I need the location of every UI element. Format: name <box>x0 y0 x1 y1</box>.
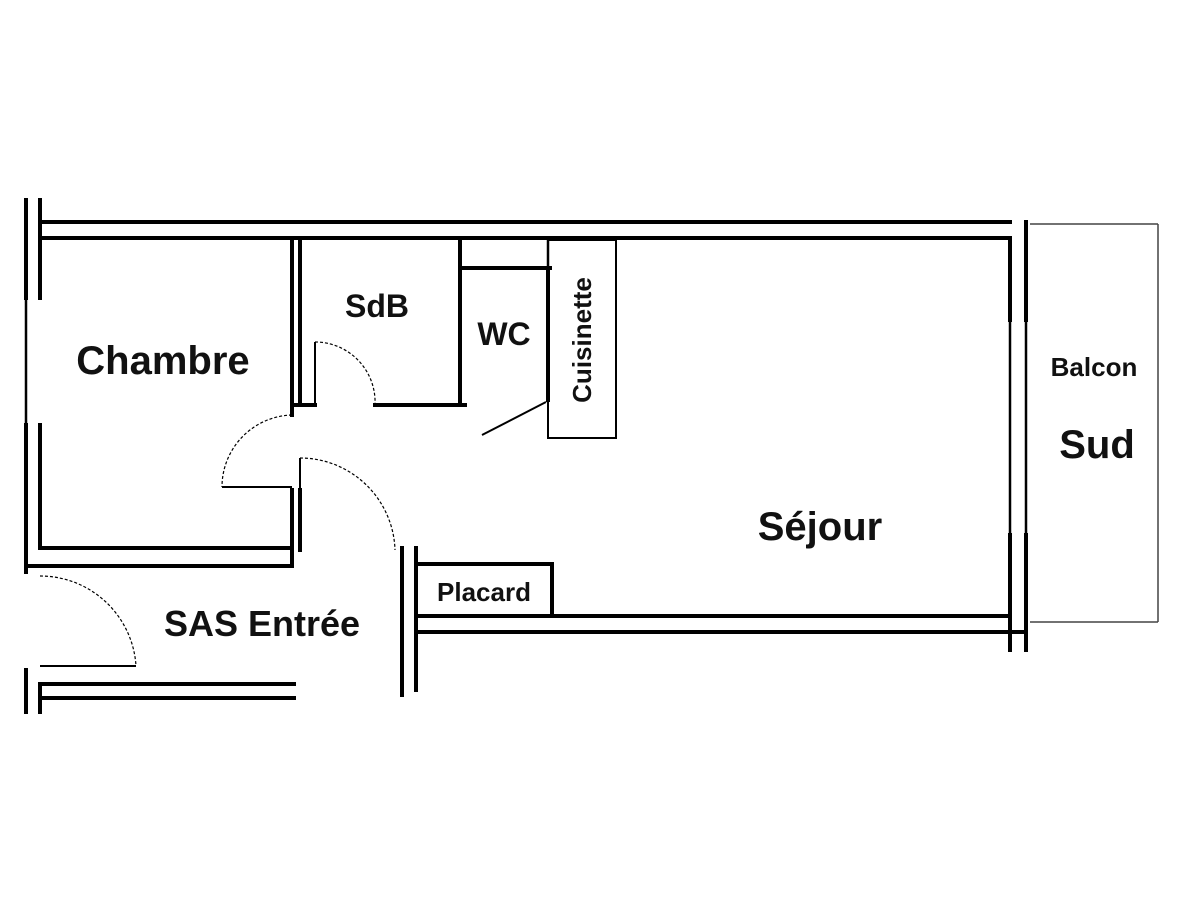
label-placard: Placard <box>437 577 531 607</box>
chambre-sdb-wall <box>290 236 317 417</box>
exterior-wall-left <box>24 236 42 574</box>
placard <box>414 562 554 618</box>
sejour-bottom-wall <box>414 614 1028 634</box>
entry-door[interactable] <box>39 575 137 667</box>
wc-duct <box>458 238 552 270</box>
chambre-bottom-wall <box>24 488 302 568</box>
label-cuisinette: Cuisinette <box>567 277 597 403</box>
entry-bottom-wall <box>24 668 296 714</box>
exterior-wall-top <box>24 198 1012 300</box>
sejour-left-wall <box>400 546 418 697</box>
label-sas-entree: SAS Entrée <box>164 603 360 644</box>
label-sud: Sud <box>1059 423 1135 467</box>
label-sejour: Séjour <box>758 505 882 549</box>
sejour-door[interactable] <box>299 457 396 551</box>
balcony-outline <box>1030 223 1159 623</box>
wc-door[interactable] <box>481 401 547 436</box>
cuisinette-counter <box>546 239 617 439</box>
label-wc: WC <box>477 316 530 352</box>
label-sdb: SdB <box>345 288 409 324</box>
label-balcon: Balcon <box>1051 352 1138 382</box>
sdb-door[interactable] <box>314 341 376 406</box>
sejour-right-wall <box>1008 220 1028 652</box>
label-chambre: Chambre <box>76 339 249 383</box>
chambre-door[interactable] <box>221 414 293 488</box>
